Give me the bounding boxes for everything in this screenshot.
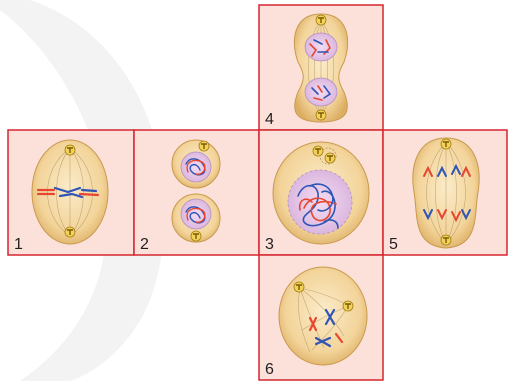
telophase-cell-icon <box>294 14 347 122</box>
panel-1-label: 1 <box>14 236 23 253</box>
anaphase-cell-icon <box>413 138 479 248</box>
panel-2-label: 2 <box>140 236 149 253</box>
panel-5-label: 5 <box>389 236 398 253</box>
panel-3-label: 3 <box>265 236 274 253</box>
panel-6: 6 <box>259 255 383 380</box>
panel-4-label: 4 <box>265 111 274 128</box>
panel-1: 1 <box>8 130 134 255</box>
panel-4: 4 <box>259 5 383 130</box>
metaphase-cell-icon <box>32 140 108 244</box>
panel-3: 3 <box>259 130 383 255</box>
prometaphase-cell-icon <box>279 267 367 365</box>
prophase-cell-icon <box>273 142 369 244</box>
panel-5: 5 <box>383 130 507 255</box>
panel-2: 2 <box>134 130 259 255</box>
panel-6-label: 6 <box>265 361 274 378</box>
